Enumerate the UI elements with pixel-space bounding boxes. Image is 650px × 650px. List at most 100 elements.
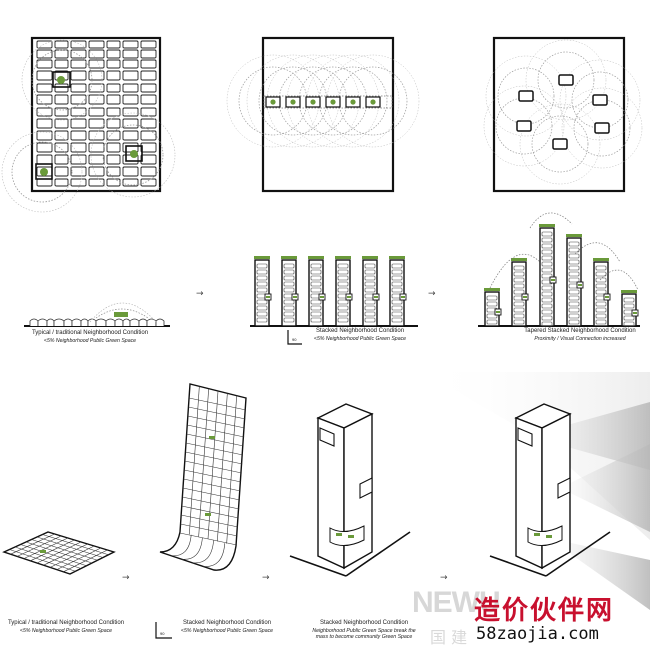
floor-unit [541,321,553,327]
city-block [140,178,157,187]
city-block [140,40,157,49]
city-block [70,94,87,105]
green-space-icon [605,296,609,298]
city-block [106,178,121,187]
floor-unit [541,267,553,273]
city-block [106,94,121,105]
floor-unit [391,299,403,305]
city-block [36,154,53,165]
city-block [140,166,157,177]
low-rise-block [114,318,124,326]
grid-line [43,543,88,566]
city-block [88,70,105,81]
grid-line [203,543,226,567]
city-block [54,154,69,165]
radius-circle [525,39,607,121]
floor-unit [364,311,376,317]
green-space-box [594,122,610,134]
grid-line [170,534,192,557]
block-grid [36,40,157,187]
green-space-icon [350,99,356,105]
floor-unit [623,321,635,327]
floor-unit [595,307,607,313]
grid-line [182,487,240,501]
green-space-icon [401,296,405,298]
city-block [54,130,69,141]
city-block [88,130,105,141]
floor-unit [337,287,349,293]
floor-unit [364,275,376,281]
floor-unit [541,243,553,249]
floor-unit [513,307,525,313]
tower-outline [308,259,324,327]
tower-outline [335,259,351,327]
grid-line [183,478,241,492]
city-block [140,142,157,153]
floor-unit [568,289,580,295]
city-block [54,59,69,69]
floor-unit [568,247,580,253]
floor-unit [513,289,525,295]
grid-line [186,433,244,447]
city-block [36,178,53,187]
roof-green [511,258,527,261]
city-block [106,107,121,117]
grid-line [181,505,239,519]
city-block [122,83,139,93]
city-block [36,107,53,117]
green-space-icon [320,296,324,298]
floor-unit [310,305,322,311]
floor-unit [337,281,349,287]
city-block [122,130,139,141]
axon-flat-plan [2,531,116,575]
city-block [106,70,121,81]
floor-unit [623,315,635,321]
city-block [140,59,157,69]
city-block [36,94,53,105]
floor-unit [541,273,553,279]
floor-unit [595,301,607,307]
green-space-icon [330,99,336,105]
floor-unit [283,263,295,269]
roof-green [484,288,500,291]
floor-unit [283,287,295,293]
city-block [54,49,69,59]
city-block [70,130,87,141]
city-block [106,118,121,129]
svg-text:90: 90 [160,631,165,636]
grid-line [182,496,240,510]
watermark-newu: NEWU [412,586,501,619]
floor-unit [541,231,553,237]
city-block [88,118,105,129]
city-block [122,40,139,49]
floor-unit [568,277,580,283]
green-space-icon [130,150,138,158]
city-block [54,107,69,117]
city-block [70,59,87,69]
grid-line [192,540,214,564]
grid-line [10,533,55,555]
floor-unit [256,263,268,269]
grid-line [185,451,243,465]
floor-unit [513,313,525,319]
grid-line [63,549,108,573]
floor-unit [310,269,322,275]
floor-unit [595,277,607,283]
tower-outline [254,259,270,327]
angle-label: 90 [292,337,297,342]
roof-green [281,256,297,259]
caption-tapered-section: Tapered Stacked Neighborhood Condition P… [524,328,636,342]
floor-unit [283,275,295,281]
green-space-icon [57,76,65,84]
grid-line [17,535,62,557]
floor-unit [391,287,403,293]
floor-unit [256,299,268,305]
green-space-icon [578,284,582,286]
radius-circle [573,99,631,157]
floor-unit [568,265,580,271]
floor-unit [391,263,403,269]
low-rise-block [122,318,131,326]
floor-unit [364,287,376,293]
floor-unit [541,297,553,303]
city-block [70,118,87,129]
